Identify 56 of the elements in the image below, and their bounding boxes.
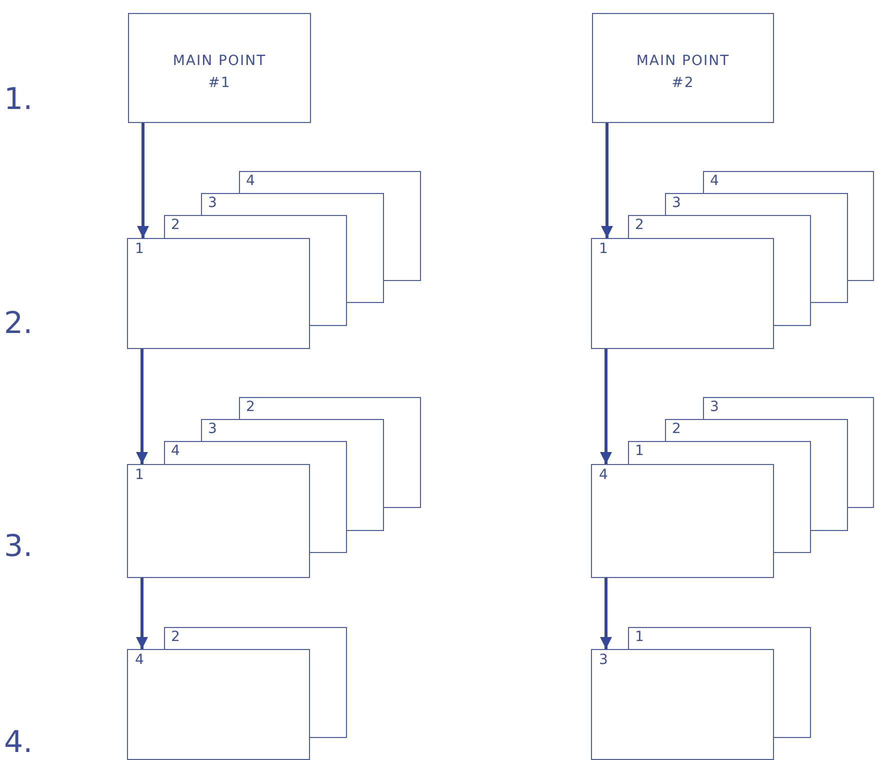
card-number: 4	[599, 467, 608, 483]
index-card	[665, 419, 848, 531]
index-card	[239, 397, 421, 508]
arrow	[601, 123, 613, 238]
step-number: 4.	[4, 727, 33, 759]
card-number: 4	[171, 443, 180, 459]
index-card	[164, 215, 347, 326]
card-number: 3	[672, 195, 681, 211]
card-number: 3	[208, 421, 217, 437]
main-point-box	[592, 13, 774, 123]
card-number: 1	[135, 241, 144, 257]
index-card	[628, 215, 811, 326]
main-point-box	[128, 13, 311, 123]
step-number: 3.	[4, 531, 33, 563]
index-card	[628, 627, 811, 738]
step-number: 1.	[4, 84, 33, 116]
arrow	[600, 349, 612, 464]
card-number: 4	[135, 652, 144, 668]
card-number: 2	[672, 421, 681, 437]
box-text: #2	[672, 74, 694, 93]
arrow	[137, 123, 149, 238]
card-number: 1	[135, 467, 144, 483]
card-number: 2	[171, 217, 180, 233]
index-card	[591, 238, 774, 349]
card-number: 3	[208, 195, 217, 211]
step-number: 2.	[4, 308, 33, 340]
index-card	[127, 464, 310, 578]
index-card	[665, 193, 848, 303]
arrow	[136, 349, 148, 464]
card-number: 1	[599, 241, 608, 257]
index-card	[703, 397, 874, 508]
card-number: 1	[635, 443, 644, 459]
card-number: 2	[246, 399, 255, 415]
index-card	[591, 649, 774, 760]
box-text: #1	[208, 74, 231, 93]
card-number: 3	[710, 399, 719, 415]
index-card	[703, 171, 874, 281]
card-number: 4	[246, 173, 255, 189]
card-number: 1	[635, 629, 644, 645]
arrow	[136, 578, 148, 649]
index-card	[628, 441, 811, 553]
card-number: 3	[599, 652, 608, 668]
card-number: 4	[710, 173, 719, 189]
index-card	[201, 419, 384, 531]
box-text: MAIN POINT	[172, 52, 266, 71]
index-card	[127, 238, 310, 349]
index-card	[591, 464, 774, 578]
index-card	[164, 627, 347, 738]
arrow	[600, 578, 612, 649]
card-number: 2	[635, 217, 644, 233]
card-number: 2	[171, 629, 180, 645]
box-text: MAIN POINT	[636, 52, 730, 71]
index-card	[164, 441, 347, 553]
index-card	[239, 171, 421, 281]
index-card	[127, 649, 310, 760]
index-card	[201, 193, 384, 303]
